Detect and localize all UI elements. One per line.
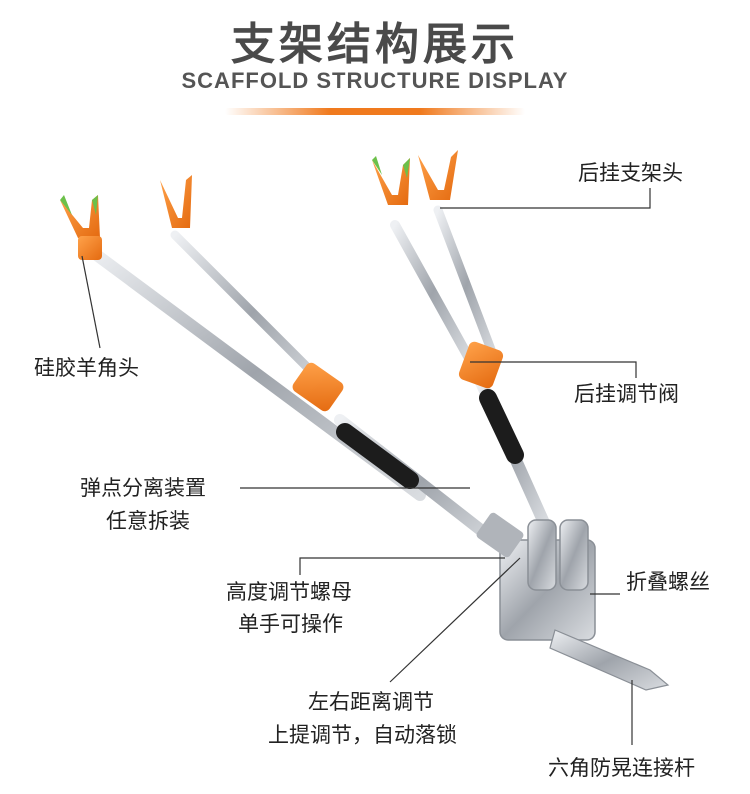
callout-rear-valve: 后挂调节阀 [574,382,679,406]
callout-height-line2: 单手可操作 [238,612,343,636]
callout-distance-line1: 左右距离调节 [308,690,434,714]
base-assembly [476,512,670,691]
callout-distance-line2: 上提调节，自动落锁 [268,723,457,747]
callout-spring-line1: 弹点分离装置 [80,476,206,500]
callout-silicone-head: 硅胶羊角头 [34,356,139,380]
callout-hex-rod: 六角防晃连接杆 [548,756,695,780]
left-arm [84,230,506,551]
callout-rear-head: 后挂支架头 [578,161,683,185]
page-subtitle: SCAFFOLD STRUCTURE DISPLAY [181,68,569,93]
callout-fold-screw: 折叠螺丝 [626,570,710,594]
v-head-icons [60,150,458,260]
callout-height-line1: 高度调节螺母 [226,580,352,604]
left-grip [336,423,419,489]
page-title: 支架结构展示 [231,19,519,70]
right-adjust-valve [458,341,504,389]
right-grip [479,389,524,464]
right-arm [390,205,551,531]
left-adjust-valve [292,362,344,412]
callout-spring-line2: 任意拆装 [106,509,190,533]
leader-lines [81,188,651,745]
title-underline [225,108,525,115]
